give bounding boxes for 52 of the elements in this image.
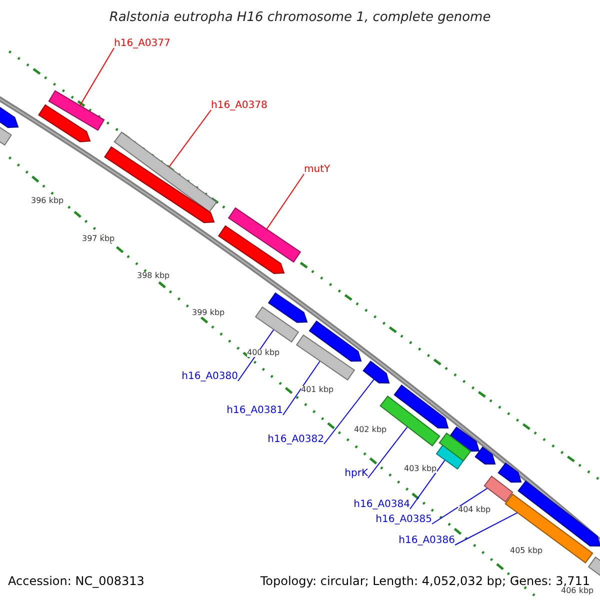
gene-label: h16_A0381: [226, 406, 283, 416]
scale-label: 402 kbp: [354, 426, 387, 434]
leader-line: [454, 512, 518, 546]
gene-feature: [268, 292, 308, 323]
gene-feature: [254, 306, 300, 343]
gene-feature: [228, 207, 302, 263]
scale-label: 406 kbp: [561, 587, 594, 595]
gene-feature: [296, 334, 356, 381]
gene-label: h16_A0384: [354, 500, 410, 510]
leader-line: [168, 110, 212, 168]
leader-line: [266, 174, 304, 230]
scale-label: 397 kbp: [82, 235, 115, 243]
leader-line: [368, 426, 408, 478]
leader-line: [432, 488, 488, 524]
gene-feature: [484, 476, 514, 502]
footer-text: Accession: NC_008313: [8, 575, 144, 587]
gene-feature: [104, 146, 215, 224]
scale-label: 403 kbp: [404, 465, 437, 473]
leader-line: [282, 360, 321, 416]
gene-label: h16_A0380: [182, 372, 238, 382]
gene-feature: [308, 320, 362, 362]
gene-feature: [362, 360, 390, 384]
gene-feature: [518, 480, 600, 546]
title: Ralstonia eutropha H16 chromosome 1, complete genome: [108, 11, 492, 24]
scale-label: 404 kbp: [458, 506, 491, 514]
scale-label: 401 kbp: [301, 386, 334, 394]
leader-line: [324, 378, 375, 444]
gene-label: hprK: [344, 469, 368, 479]
scale-label: 405 kbp: [510, 547, 543, 555]
gene-label: mutY: [304, 165, 330, 175]
footer-text: Topology: circular; Length: 4,052,032 bp; Genes: 3,711: [260, 575, 590, 587]
gene-label: h16_A0382: [268, 435, 324, 445]
leader-line: [238, 329, 274, 382]
gene-feature: [394, 384, 449, 428]
scale-label: 398 kbp: [137, 272, 170, 280]
scale-label: 399 kbp: [192, 309, 225, 317]
gene-feature: [498, 462, 522, 483]
gene-feature: [48, 90, 105, 131]
gene-feature: [218, 225, 285, 274]
gene-label: h16_A0378: [211, 101, 268, 111]
gene-label: h16_A0377: [114, 39, 170, 49]
leader-line: [410, 459, 446, 510]
scale-label: 400 kbp: [247, 349, 280, 357]
gene-label: h16_A0386: [398, 536, 455, 546]
gene-feature: [114, 132, 218, 212]
gene-label: h16_A0385: [376, 515, 432, 525]
gene-feature: [438, 432, 472, 462]
leader-line: [79, 48, 114, 106]
gene-feature: [474, 446, 496, 464]
gene-feature: [38, 104, 91, 142]
gene-feature: [504, 494, 594, 564]
scale-label: 396 kbp: [31, 197, 64, 205]
